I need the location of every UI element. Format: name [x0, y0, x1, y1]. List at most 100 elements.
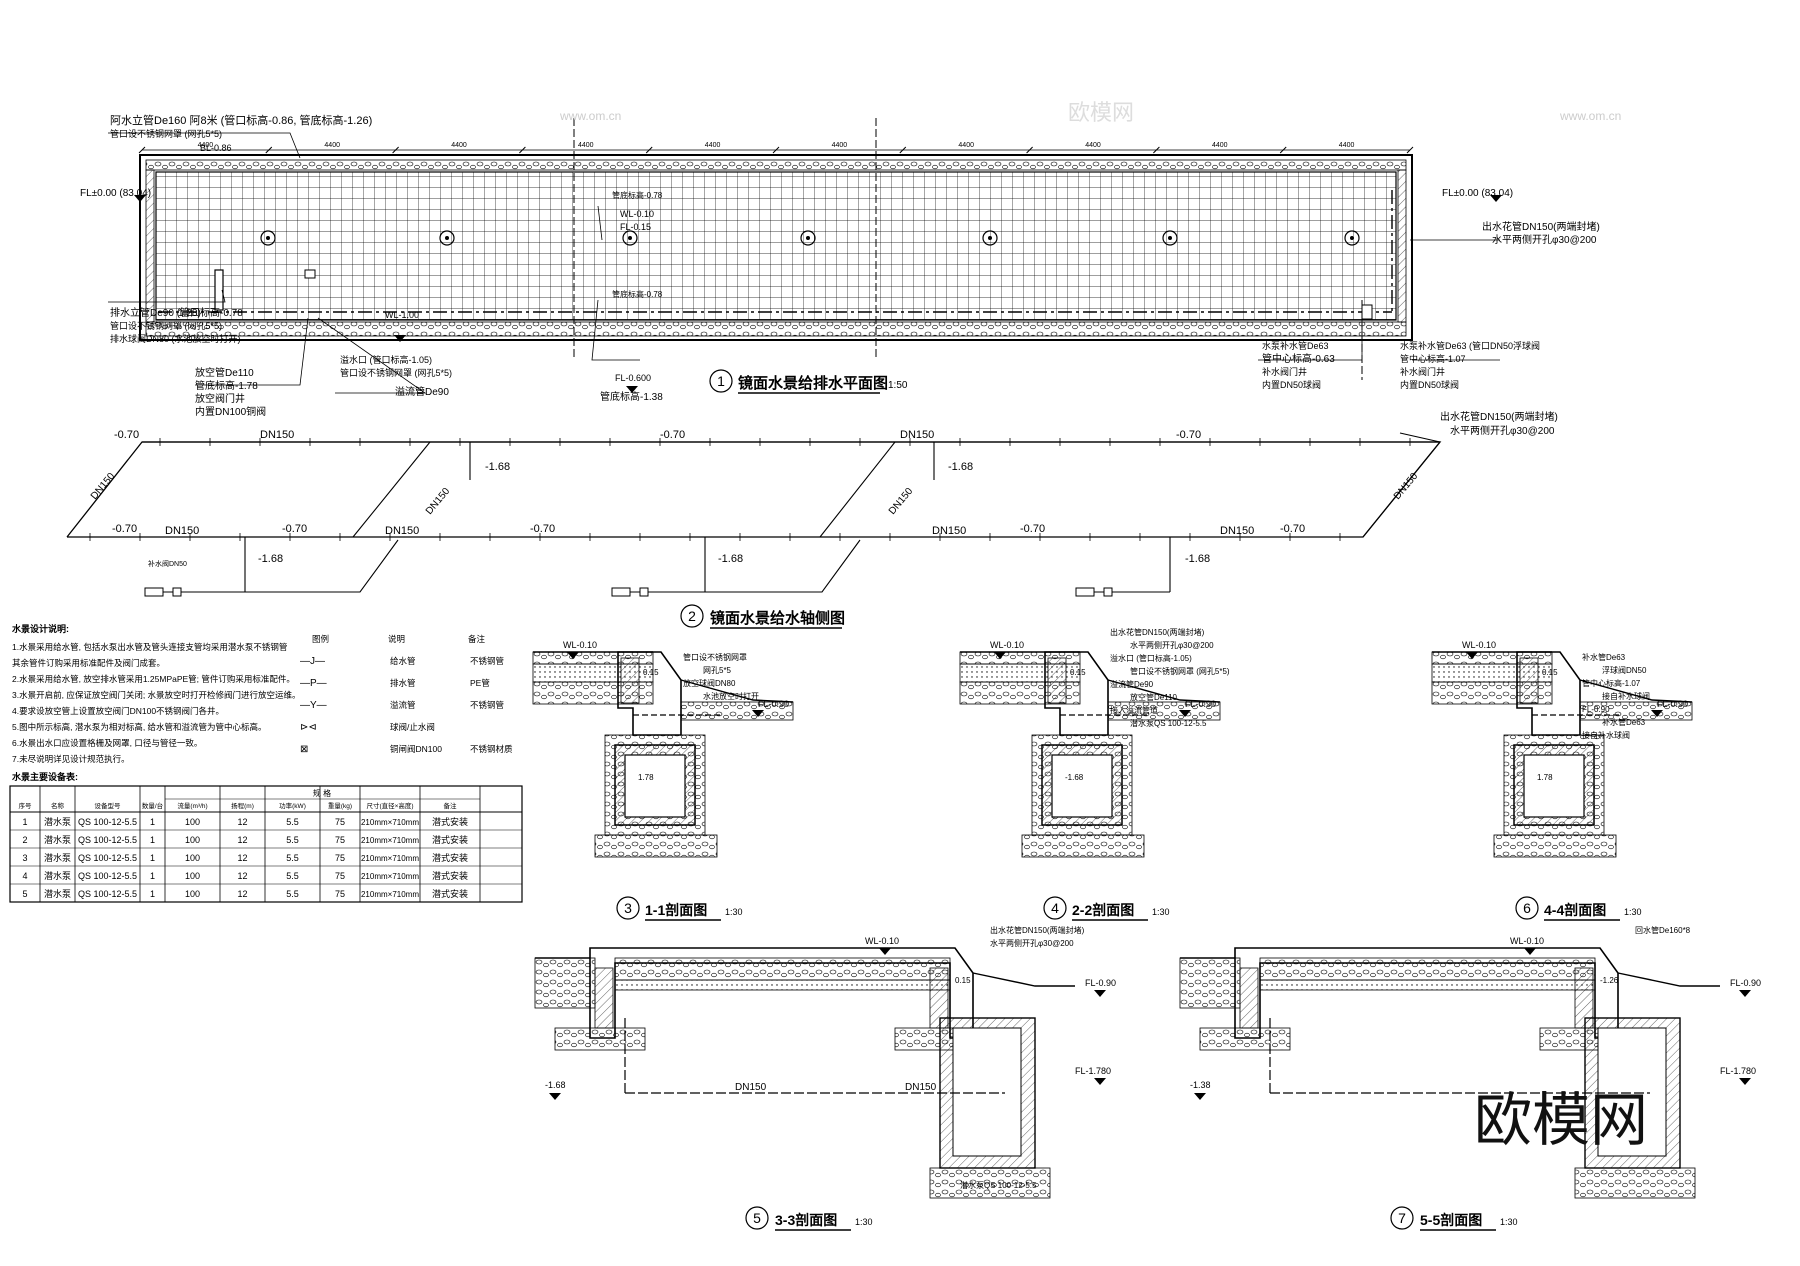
outlet-circle	[982, 230, 998, 246]
axon-drop-2: -1.68	[948, 461, 973, 473]
section-title: 5-5剖面图	[1420, 1212, 1482, 1228]
table-cell: 12	[237, 889, 247, 899]
section-title-num: 5	[753, 1210, 761, 1226]
axon-elev-3: -0.70	[1176, 429, 1201, 441]
table-cell: 5.5	[286, 871, 299, 881]
table-cell: 潜式安装	[432, 834, 468, 845]
table-cell: QS 100-12-5.5	[78, 889, 137, 899]
section-elev: -1.38	[1190, 1080, 1211, 1090]
axon-diag-1: DN150	[89, 471, 118, 502]
plan-fl-right: FL±0.00 (83.04)	[1442, 188, 1513, 199]
legend-note: PE管	[470, 678, 490, 688]
section-note: 溢水口 (管口标高-1.05)	[1110, 653, 1192, 663]
plan-top-note2: 管口设不锈钢网罩 (网孔5*5)	[110, 128, 222, 139]
axon-view	[66, 432, 1442, 593]
legend-symbol: —P—	[300, 678, 327, 689]
plan-wl: WL-1.00	[385, 310, 419, 320]
section-note: 潜水泵QS 100-12-5.5	[960, 1180, 1037, 1190]
table-cell: 1	[22, 817, 27, 827]
dim-label: 4400	[1085, 142, 1101, 149]
axon-title: 镜面水景给水轴侧图	[710, 609, 845, 627]
table-cell: 潜水泵	[44, 888, 71, 899]
axon-elev-5: -0.70	[282, 523, 307, 535]
outlet-circle	[800, 230, 816, 246]
plan-mid-5: 管底标高-1.38	[600, 390, 663, 403]
dim-label: 4400	[451, 142, 467, 149]
axon-elev-1: -0.70	[114, 429, 139, 441]
legend-note: 不锈钢材质	[470, 744, 513, 754]
section-elev: -1.26	[1600, 976, 1619, 985]
legend-desc: 排水管	[390, 678, 416, 688]
outlet-circle	[439, 230, 455, 246]
valve-icon	[172, 587, 182, 597]
section-note: 溢流管De90	[1110, 679, 1154, 689]
axon-elev-4: -0.70	[112, 523, 137, 535]
section-wl: WL-0.10	[865, 936, 899, 946]
legend-note: 不锈钢管	[470, 656, 504, 666]
table-cell: 210mm×710mm	[361, 818, 419, 827]
valve-icon	[639, 587, 649, 597]
section-elev: 1.78	[1537, 773, 1553, 782]
section-elev: 0.15	[1542, 668, 1558, 677]
watermark-url-1: www.om.cn	[559, 109, 621, 123]
axon-ticks	[89, 438, 1411, 597]
section-3: WL-0.10FL-0.900.151.78管口设不锈钢网罩网孔5*5放空球阀D…	[532, 640, 794, 921]
axon-title-num: 2	[688, 608, 696, 624]
section-note: 浮球阀DN50	[1602, 665, 1647, 675]
axon-diag-4: DN150	[1392, 471, 1421, 502]
dim-tick	[899, 146, 907, 154]
dim-label: 4400	[578, 142, 594, 149]
legend-symbol: ⊳⊲	[300, 722, 317, 733]
outlet-circle	[1344, 230, 1360, 246]
section-fl2: FL-1.780	[1720, 1066, 1756, 1076]
table-cell: 潜式安装	[432, 888, 468, 899]
section-note: 水平两侧开孔φ30@200	[990, 938, 1074, 948]
section-wl: WL-0.10	[563, 640, 597, 650]
dim-label: 4400	[198, 142, 214, 149]
section-note: FL-0.90	[1582, 705, 1610, 714]
table-cell: 潜水泵	[44, 852, 71, 863]
sections: WL-0.10FL-0.900.151.78管口设不锈钢网罩网孔5*5放空球阀D…	[532, 627, 1761, 1231]
section-scale: 1:30	[1624, 907, 1642, 917]
section-7: WL-0.10FL-0.90FL-1.780-1.26-1.38回水管De160…	[1179, 925, 1761, 1231]
outlet-dot	[266, 236, 270, 240]
section-note: 回水管De160*8	[1635, 925, 1691, 935]
table-cell: 5	[22, 889, 27, 899]
valve-icon	[1103, 587, 1113, 597]
dim-tick	[645, 146, 653, 154]
legend-h1: 图例	[312, 634, 329, 644]
section-elev: 0.15	[643, 668, 659, 677]
dim-tick	[1026, 146, 1033, 154]
table-cell: QS 100-12-5.5	[78, 817, 137, 827]
table-cell: 210mm×710mm	[361, 836, 419, 845]
table-cell: 75	[335, 889, 345, 899]
table-cell: QS 100-12-5.5	[78, 853, 137, 863]
plan-title: 镜面水景给排水平面图	[738, 374, 888, 392]
section-fl: FL-0.90	[1185, 699, 1216, 709]
outlet-dot	[628, 236, 632, 240]
legend-desc: 球阀/止水阀	[390, 722, 435, 732]
section-pipe: DN150	[905, 1082, 937, 1093]
table-cell: 75	[335, 871, 345, 881]
table-cell: 1	[150, 835, 155, 845]
dim-label: 4400	[958, 142, 974, 149]
plan-mid-4: 管底标高-0.78	[612, 289, 663, 299]
plan-right-note1: 出水花管DN150(两端封堵)	[1482, 220, 1600, 233]
notes-line-6: 5.图中所示标高, 潜水泵为相对标高, 给水管和溢流管为管中心标高。	[12, 722, 267, 732]
section-pipe: DN150	[735, 1082, 767, 1093]
section-fl2: FL-1.780	[1075, 1066, 1111, 1076]
axon-drop-1: -1.68	[485, 461, 510, 473]
axon-note2: 水平两侧开孔φ30@200	[1450, 424, 1555, 437]
section-fl: FL-0.90	[1657, 699, 1688, 709]
section-scale: 1:30	[1152, 907, 1170, 917]
dim-tick	[1279, 146, 1287, 154]
axon-pipe-6: DN150	[1220, 525, 1254, 537]
axon-diag-2: DN150	[424, 486, 453, 517]
table-cell: 1	[150, 889, 155, 899]
table-cell: 12	[237, 835, 247, 845]
table-cell: 潜水泵	[44, 816, 71, 827]
plan-left-mark: 1.28)	[178, 308, 201, 319]
